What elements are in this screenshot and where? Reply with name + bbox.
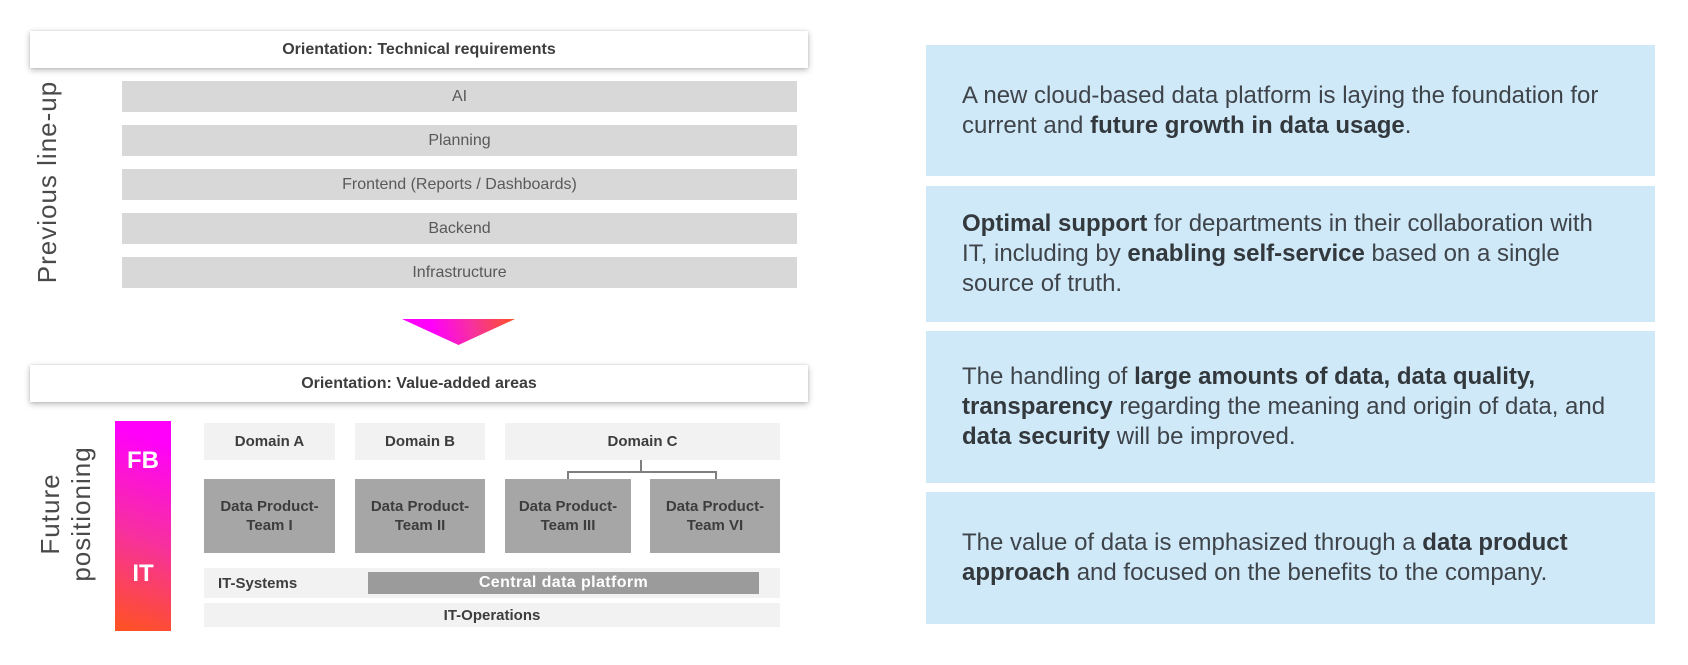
domain-c-connector-line [567, 471, 717, 473]
benefit-card-4: The value of data is emphasized through … [926, 492, 1655, 624]
domain-c-connector-left [567, 471, 569, 480]
benefit-card-3: The handling of large amounts of data, d… [926, 331, 1655, 483]
previous-lineup-side-label: Previous line-up [32, 80, 62, 284]
data-product-team-box-1: Data Product- Team I [204, 479, 335, 553]
benefit-text-segment: . [1404, 111, 1412, 139]
benefit-text-segment: regarding the meaning and origin of data… [1112, 393, 1606, 420]
benefit-text-segment: A new cloud-based data platform is layin… [962, 81, 1599, 139]
benefit-text-segment: data security [962, 423, 1111, 450]
future-label-line1: Future [35, 473, 65, 555]
layer-bar-planning: Planning [122, 125, 797, 156]
axis-label-fb: FB [127, 447, 159, 474]
domain-c-box: Domain C [505, 423, 780, 460]
benefit-text-segment: based on a single source of truth. [962, 240, 1560, 297]
layer-bar-ai: AI [122, 81, 797, 112]
benefit-card-1: A new cloud-based data platform is layin… [926, 45, 1655, 176]
benefit-card-text: A new cloud-based data platform is layin… [962, 81, 1611, 141]
future-positioning-side-label: Future positioning [35, 389, 97, 639]
benefit-card-text: Optimal support for departments in their… [962, 209, 1611, 299]
domain-c-connector-stub [640, 460, 642, 472]
axis-label-it: IT [132, 560, 154, 587]
data-product-team-box-2: Data Product- Team II [355, 479, 485, 553]
future-label-line2: positioning [66, 446, 96, 582]
benefit-text-segment: for departments in their collaboration w… [962, 210, 1593, 267]
benefit-text-segment: will be improved. [1110, 423, 1296, 450]
benefit-text-segment: future growth in data usage [1090, 111, 1405, 139]
layer-bar-infrastructure: Infrastructure [122, 257, 797, 288]
benefit-text-segment: The handling of [962, 363, 1135, 390]
domain-a-box: Domain A [204, 423, 335, 460]
data-product-team-box-4: Data Product- Team VI [650, 479, 780, 553]
future-orientation-title: Orientation: Value-added areas [30, 365, 808, 402]
benefit-text-segment: enabling self-service [1127, 240, 1365, 267]
benefit-text-segment: Optimal support [962, 210, 1148, 237]
benefit-text-segment: data product approach [962, 529, 1568, 586]
domain-c-connector-right [715, 471, 717, 480]
domain-b-box: Domain B [355, 423, 485, 460]
transition-down-arrow-icon [402, 319, 515, 345]
benefit-card-text: The handling of large amounts of data, d… [962, 362, 1611, 452]
layer-bar-backend: Backend [122, 213, 797, 244]
fb-it-gradient-bar: FB IT [115, 421, 171, 631]
benefit-text-segment: large amounts of data, data quality, tra… [962, 363, 1536, 420]
benefit-card-2: Optimal support for departments in their… [926, 186, 1655, 322]
data-product-team-box-3: Data Product- Team III [505, 479, 631, 553]
benefit-card-text: The value of data is emphasized through … [962, 528, 1611, 588]
benefit-text-segment: The value of data is emphasized through … [962, 529, 1423, 556]
previous-orientation-title: Orientation: Technical requirements [30, 31, 808, 68]
benefit-text-segment: and focused on the benefits to the compa… [1070, 559, 1548, 586]
central-data-platform-box: Central data platform [368, 572, 759, 594]
it-operations-bar: IT-Operations [204, 603, 780, 627]
layer-bar-frontend-reports-dashboards: Frontend (Reports / Dashboards) [122, 169, 797, 200]
